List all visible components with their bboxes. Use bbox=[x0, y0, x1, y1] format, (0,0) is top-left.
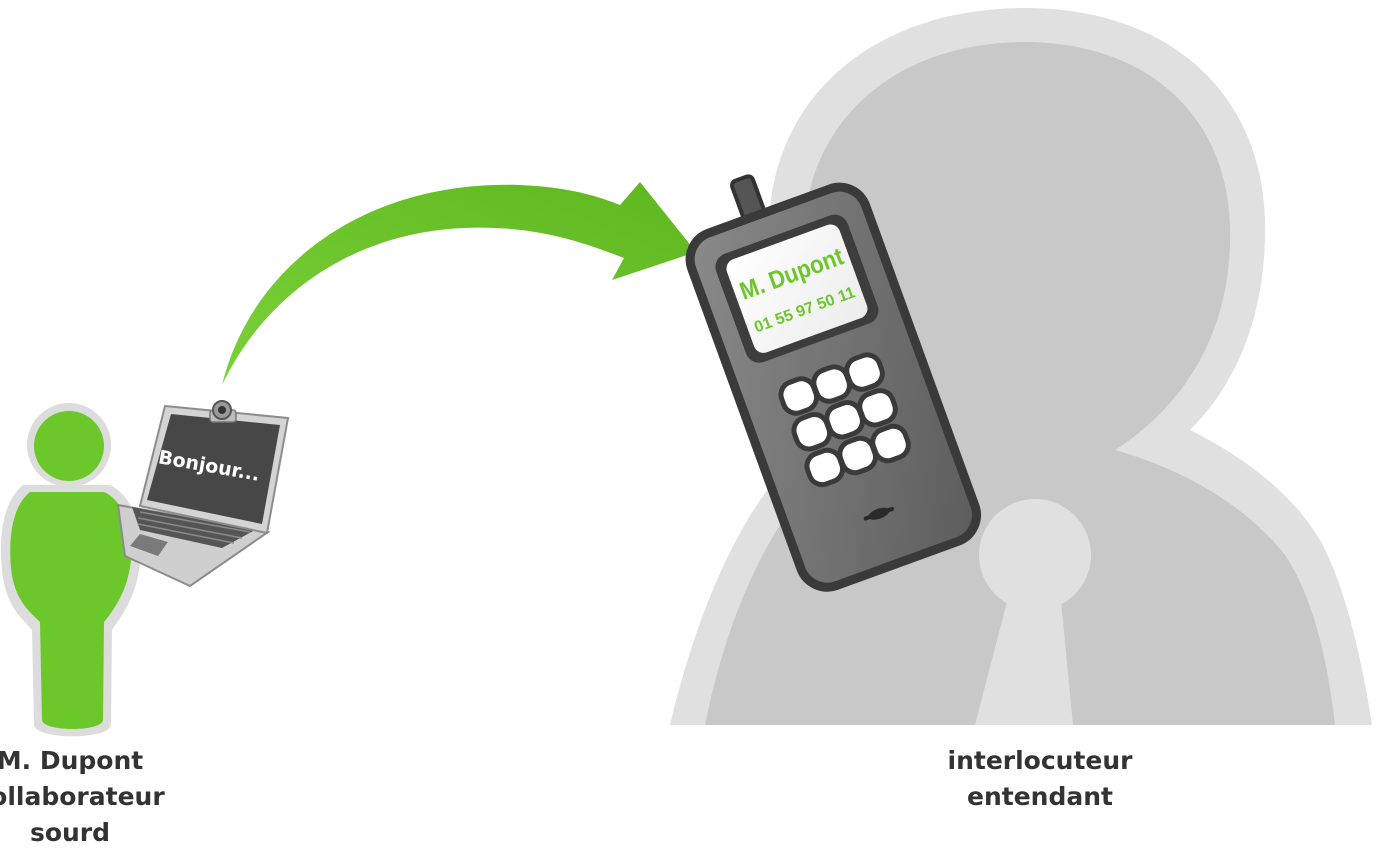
caption-role: interlocuteur bbox=[880, 743, 1200, 779]
caption-condition: sourd bbox=[0, 815, 240, 851]
call-arrow bbox=[222, 182, 696, 385]
deaf-person-silhouette bbox=[1, 403, 140, 736]
caption-condition: entendant bbox=[880, 779, 1200, 815]
call-arrow-shape bbox=[222, 182, 696, 385]
deaf-collaborator-caption: M. Dupont collaborateur sourd bbox=[0, 743, 240, 851]
laptop: Bonjour... bbox=[118, 401, 288, 586]
hearing-interlocutor-caption: interlocuteur entendant bbox=[880, 743, 1200, 815]
caption-name: M. Dupont bbox=[0, 743, 240, 779]
webcam-icon bbox=[210, 401, 236, 422]
caption-role: collaborateur bbox=[0, 779, 240, 815]
deaf-person-head bbox=[34, 411, 104, 481]
